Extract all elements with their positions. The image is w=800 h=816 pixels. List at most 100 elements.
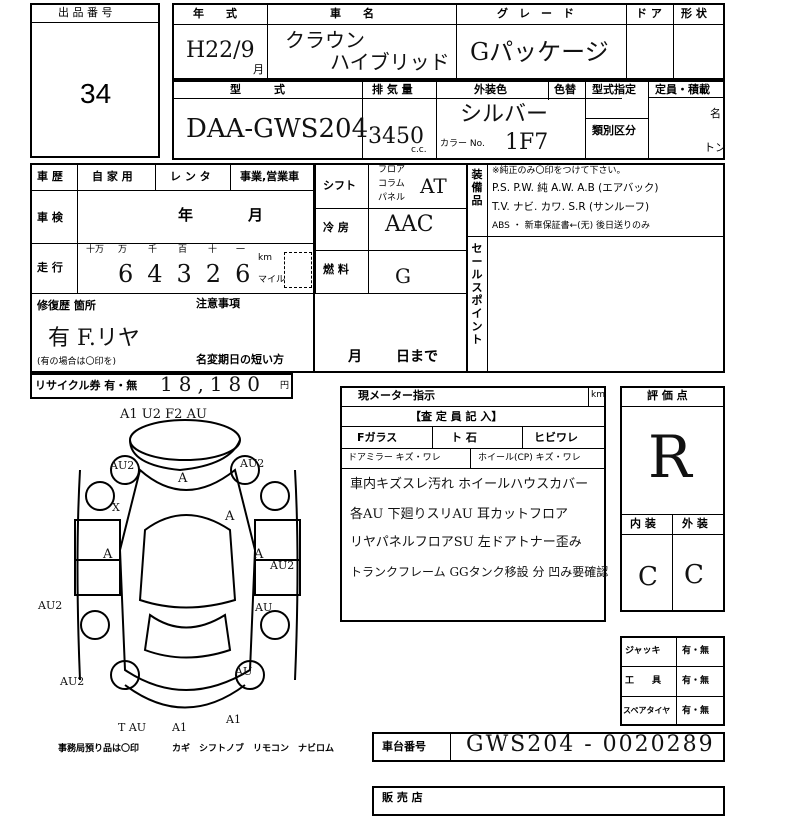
recycle-box xyxy=(30,373,293,399)
car-damage-diagram xyxy=(74,419,301,709)
car-name-2: ハイブリッド xyxy=(330,50,450,74)
expiry-day: 日まで xyxy=(396,349,438,365)
exterior-grade: C xyxy=(684,560,704,590)
diagram-note-10: AU2 xyxy=(60,675,85,688)
history-opt-rental[interactable]: レ ン タ xyxy=(170,170,211,183)
tool-kit-value[interactable]: 有・無 xyxy=(682,676,710,686)
type-spec-label: 型式指定 xyxy=(592,83,636,96)
tool-spare-label: スペアタイヤ xyxy=(623,706,671,715)
year-value: H22/9 xyxy=(186,38,255,63)
fuel-value: G xyxy=(395,264,411,288)
equip-line1: P.S. P.W. 純 A.W. A.B (エアバック) xyxy=(492,182,659,194)
equip-line2: T.V. ナビ. カワ. S.R (サンルーフ) xyxy=(492,201,650,213)
meter-km: km xyxy=(591,390,605,400)
expiry-month: 月 xyxy=(348,349,362,365)
fuel-label: 燃 料 xyxy=(323,263,349,276)
lot-box xyxy=(30,3,160,158)
km-label: km xyxy=(258,253,272,263)
wheel-label: ホイール(CP) キズ・ワレ xyxy=(478,453,581,463)
repair-value: 有 F.リヤ xyxy=(48,326,140,351)
door-header: ド ア xyxy=(636,7,662,20)
capacity-unit-1: 名 xyxy=(710,107,721,120)
name-header: 車 名 xyxy=(330,7,374,20)
disp-unit: c.c. xyxy=(411,145,427,155)
diagram-note-6: A xyxy=(103,547,113,562)
shift-opt-floor: フロア xyxy=(378,165,406,175)
diagram-note-7: A xyxy=(254,547,264,562)
equip-side-label: 装備品 xyxy=(471,168,483,207)
equip-line3: ABS ・ 新車保証書←(无) 後日送りのみ xyxy=(492,221,651,231)
equip-box xyxy=(466,163,725,373)
crack-label: ヒビワレ xyxy=(534,431,578,444)
mile-label: マイル xyxy=(258,275,286,285)
shift-label: シフト xyxy=(323,179,356,192)
model-box xyxy=(172,80,725,160)
shape-header: 形 状 xyxy=(681,7,707,20)
month-mark: 月 xyxy=(253,63,264,76)
inspector-note-3: リヤパネルフロアSU 左ドアトナー歪み xyxy=(350,535,582,550)
exterior-label: 外 装 xyxy=(682,517,708,530)
top-box xyxy=(172,3,725,80)
type-value: DAA-GWS204 xyxy=(186,114,369,144)
lot-number: 34 xyxy=(80,78,112,109)
diagram-note-top: A1 U2 F2 AU xyxy=(120,407,207,422)
digit-1e0: 一 xyxy=(236,245,246,255)
inspector-note-4: トランクフレーム GGタンク移設 分 凹み要確認 xyxy=(350,565,609,579)
meter-label: 現メーター指示 xyxy=(358,389,435,402)
shaken-month: 月 xyxy=(248,206,264,224)
notes-label: 注意事項 xyxy=(196,297,240,310)
color-no-value: 1F7 xyxy=(505,130,549,155)
shift-opt-panel: パネル xyxy=(378,193,406,203)
history-opt-business[interactable]: 事業,営業車 xyxy=(240,170,300,183)
recycle-value: 18,180 xyxy=(160,372,266,396)
shaken-label: 車 検 xyxy=(37,211,63,224)
digit-1e1: 十 xyxy=(208,245,218,255)
digit-1e2: 百 xyxy=(178,245,188,255)
diagram-note-5: X xyxy=(112,501,120,514)
inspector-note-2: 各AU 下廻りスリAU 耳カットフロア xyxy=(350,507,568,522)
capacity-unit-2: トン xyxy=(704,141,726,154)
digit-1e3: 千 xyxy=(148,245,158,255)
diagram-note-9: AU2 xyxy=(38,599,63,612)
bottom-label: 販 売 店 xyxy=(382,791,423,804)
history-opt-private[interactable]: 自 家 用 xyxy=(92,170,133,183)
shift-opt-column: コラム xyxy=(378,179,405,189)
sales-point-label: セールスポイント xyxy=(471,242,483,346)
grade-header: グ レ ー ド xyxy=(497,7,574,20)
tool-jack-value[interactable]: 有・無 xyxy=(682,646,710,656)
disp-header: 排 気 量 xyxy=(372,83,413,96)
ext-color-value: シルバー xyxy=(460,102,549,127)
shift-value: AT xyxy=(420,174,447,198)
interior-label: 内 装 xyxy=(630,517,656,530)
lot-header: 出 品 番 号 xyxy=(58,6,113,19)
tool-spare-value[interactable]: 有・無 xyxy=(682,706,710,716)
items-label: 事務局預り品は〇印 xyxy=(58,744,140,754)
inspector-title: 【査 定 員 記 入】 xyxy=(410,410,503,423)
inspector-note-1: 車内キズスレ汚れ ホイールハウスカバー xyxy=(350,477,589,492)
diagram-note-4: AU2 xyxy=(270,559,295,572)
recycle-unit: 円 xyxy=(280,381,290,391)
mileage-label: 走 行 xyxy=(37,261,63,274)
diagram-note-15: A1 xyxy=(226,713,241,726)
disp-value: 3450 xyxy=(368,124,424,149)
fglass-label: Fガラス xyxy=(357,431,398,444)
grade-value: Gパッケージ xyxy=(470,38,609,66)
interior-grade: C xyxy=(638,562,658,592)
rating-score: R xyxy=(648,423,692,491)
shaken-year: 年 xyxy=(178,206,194,224)
diagram-note-1: A xyxy=(178,471,188,486)
type-header: 型 式 xyxy=(230,83,285,96)
color-change-header: 色替 xyxy=(554,83,576,96)
diagram-note-12: AU xyxy=(255,601,273,614)
car-name-1: クラウン xyxy=(285,28,365,52)
rating-label: 評 価 点 xyxy=(647,389,688,402)
repair-label: 修復歴 箇所 xyxy=(37,299,96,312)
tool-jack-label: ジャッキ xyxy=(625,646,661,656)
history-label: 車 歴 xyxy=(37,170,63,183)
inspector-box xyxy=(340,386,606,622)
stone-label: ト 石 xyxy=(451,431,477,444)
diagram-note-11: AU xyxy=(235,665,253,678)
repair-note: (有の場合は〇印を) xyxy=(37,357,117,367)
category-label: 類別区分 xyxy=(592,124,636,137)
digit-1e4: 万 xyxy=(118,245,128,255)
